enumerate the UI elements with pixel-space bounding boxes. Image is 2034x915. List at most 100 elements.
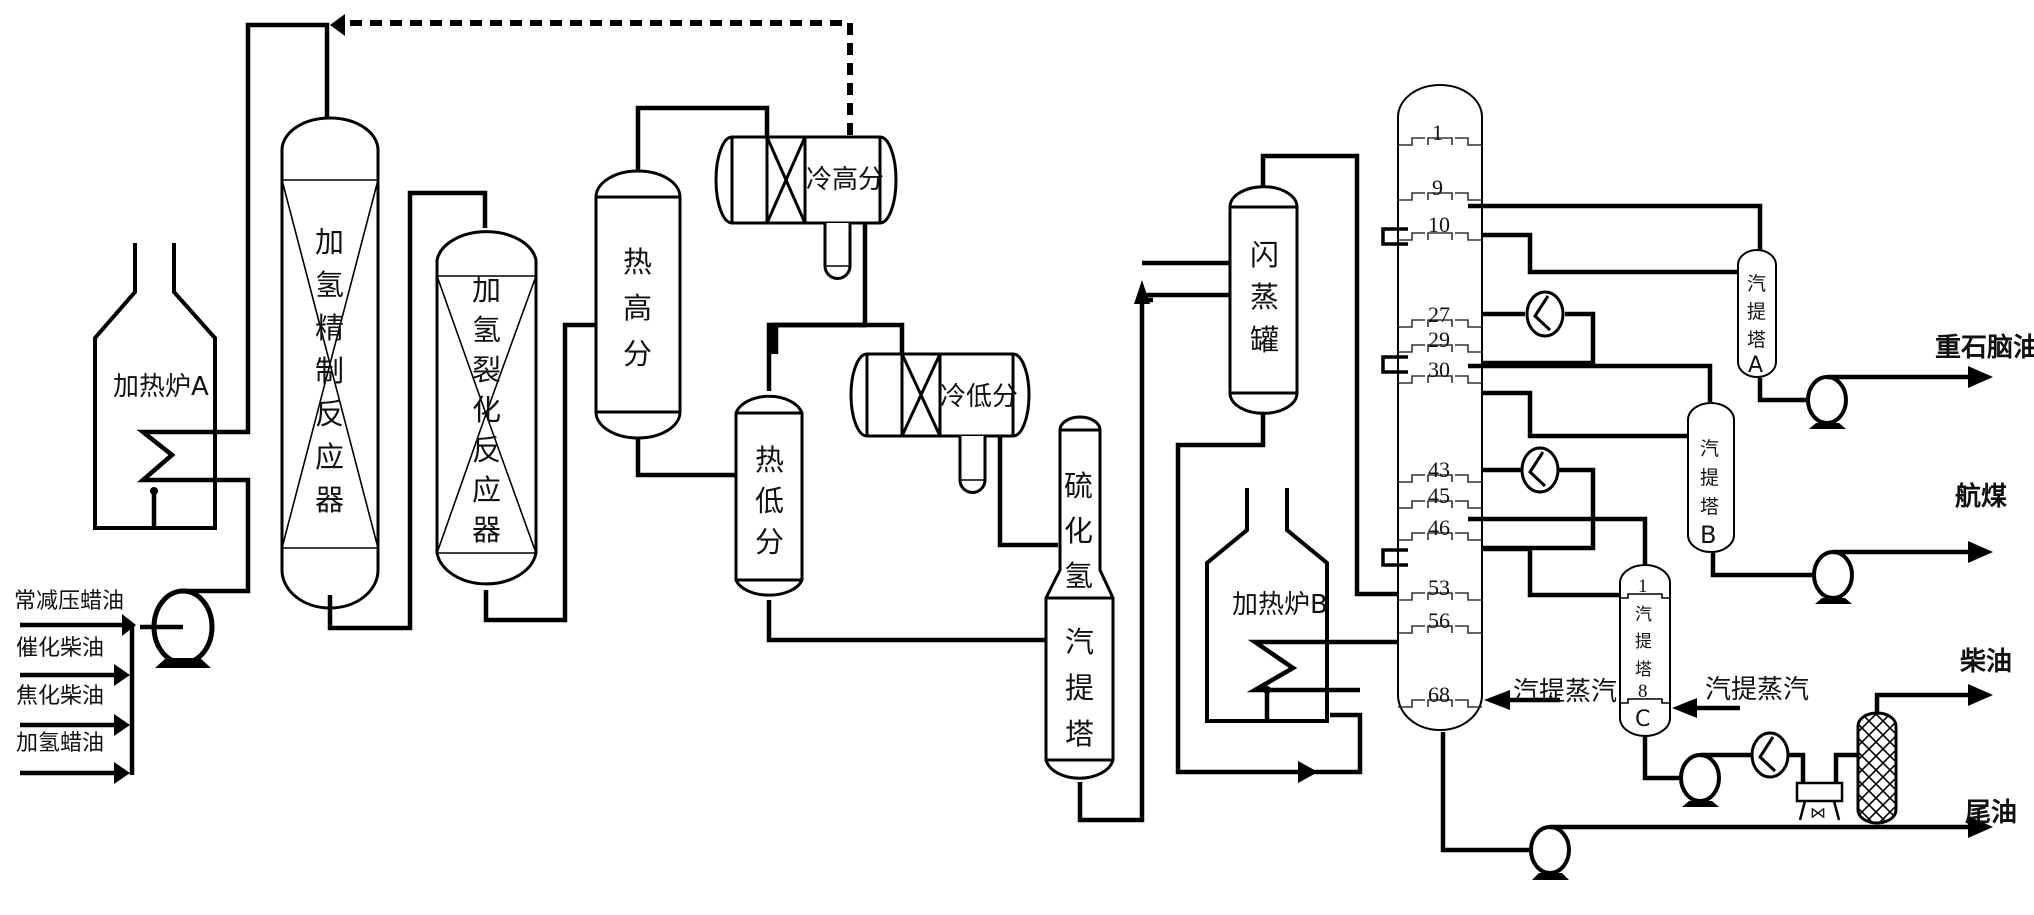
hydrocracking-reactor: 加 氢 裂 化 反 应 器: [437, 232, 596, 620]
arrow-icon: [1968, 541, 1993, 563]
arrow-icon: [330, 14, 345, 36]
tray-number: 56: [1428, 608, 1450, 633]
arrow-icon: [114, 762, 130, 784]
feed-label: 焦化柴油: [16, 684, 104, 709]
label-char: 汽: [1747, 273, 1766, 295]
label-char: 裂: [472, 353, 501, 387]
main-fractionator: 1 9 10 27 29 30 43 45 46 53 56 68: [1383, 85, 1482, 730]
label-char: 高: [623, 291, 652, 325]
exchanger-icon: [1522, 448, 1558, 492]
feed-group: 常减压蜡油 催化柴油 焦化柴油 加氢蜡油: [14, 589, 136, 784]
label-char: 应: [472, 473, 501, 507]
tray-number: 1: [1432, 120, 1443, 145]
cold-low-separator: 冷低分: [851, 354, 1058, 545]
furnace-b: 加热炉B: [1207, 488, 1398, 721]
label-char: 硫: [1064, 469, 1093, 503]
label-char: 提: [1635, 632, 1652, 652]
stripper-b: 汽 提 塔 B 航煤: [1688, 403, 2007, 604]
label-char: 罐: [1250, 323, 1279, 357]
label-char: 塔: [1700, 496, 1719, 518]
product-label: 重石脑油: [1935, 333, 2034, 363]
tray-number: 43: [1428, 457, 1450, 482]
label-char: 加: [472, 273, 501, 307]
product-label: 尾油: [1965, 798, 2017, 828]
product-label: 柴油: [1959, 647, 2012, 677]
label-char: 化: [472, 393, 501, 427]
label-char: 氢: [472, 313, 501, 347]
furnace-a-label: 加热炉A: [113, 372, 209, 402]
label-char: 分: [623, 337, 652, 371]
arrow-icon: [1298, 761, 1318, 783]
label-char: 汽: [1065, 625, 1094, 659]
label-char: 塔: [1635, 660, 1652, 680]
tray-number: 30: [1428, 357, 1450, 382]
label-char: B: [1700, 521, 1716, 549]
label-char: 汽: [1700, 438, 1719, 460]
tray-number: 9: [1432, 175, 1443, 200]
pump-icon: [1681, 755, 1719, 807]
stripper-a: 汽 提 塔 A 重石脑油: [1738, 250, 2034, 429]
label-char: 制: [315, 354, 344, 388]
return-nozzle: [1383, 550, 1408, 565]
feed-label: 加氢蜡油: [16, 731, 104, 756]
label-char: 提: [1065, 671, 1094, 705]
label-char: 反: [315, 397, 344, 431]
tray-number: 53: [1428, 575, 1450, 600]
steam-label: 汽提蒸汽: [1705, 675, 1809, 705]
exchanger-icon: [1752, 733, 1788, 777]
label-char: 氢: [315, 268, 344, 302]
bottoms-pump-icon: [1531, 827, 1569, 880]
label-char: 塔: [1747, 329, 1766, 351]
label-char: 提: [1700, 467, 1719, 489]
tray-number: 46: [1428, 515, 1450, 540]
label-char: 热: [623, 245, 652, 279]
label-char: 分: [755, 525, 784, 559]
feed-label: 常减压蜡油: [14, 589, 124, 614]
tray-number: 10: [1428, 212, 1450, 237]
feed-label: 催化柴油: [16, 636, 104, 661]
label-char: C: [1635, 707, 1650, 732]
burner-icon: [150, 487, 158, 495]
tray-number: 8: [1638, 681, 1648, 702]
air-cooler-icon: ⋈: [1797, 783, 1842, 822]
label-char: A: [1748, 353, 1763, 378]
product-label: 航煤: [1955, 481, 2007, 512]
burner-icon: [1263, 686, 1271, 694]
label-char: 化: [1064, 514, 1093, 548]
label-char: 闪: [1250, 238, 1279, 272]
recycle-hydrogen-line: [345, 23, 850, 135]
tray-number: 68: [1428, 682, 1450, 707]
furnace-b-label: 加热炉B: [1232, 590, 1328, 620]
arrow-icon: [1484, 690, 1510, 710]
label-char: 提: [1747, 301, 1766, 323]
label-char: 热: [755, 443, 784, 477]
steam-label: 汽提蒸汽: [1513, 677, 1617, 707]
arrow-icon: [1672, 698, 1697, 718]
exchanger-icon: [1527, 292, 1563, 336]
reactor-label: 加 氢 精 制 反 应 器: [315, 225, 344, 517]
label-char: 器: [315, 483, 344, 517]
tray-number: 29: [1428, 327, 1450, 352]
heating-coil-icon: [143, 432, 215, 480]
label-char: 汽: [1635, 605, 1652, 625]
label-char: 加: [315, 225, 344, 259]
h2s-stripper: 硫 化 氢 汽 提 塔: [1046, 262, 1232, 820]
arrow-icon: [114, 664, 130, 686]
label-char: 应: [315, 440, 344, 474]
label-char: 低: [755, 484, 784, 518]
cold-low-sep-label: 冷低分: [940, 382, 1018, 412]
cold-high-separator: 冷高分: [716, 137, 896, 354]
reactor-label: 加 氢 裂 化 反 应 器: [472, 273, 501, 547]
tray-number: 45: [1428, 483, 1450, 508]
pump-icon: [1808, 377, 1846, 429]
label-char: 精: [315, 311, 344, 345]
arrow-icon: [1968, 366, 1993, 388]
return-nozzle: [1383, 357, 1408, 372]
tray-number: 27: [1428, 302, 1450, 327]
return-nozzle: [1383, 229, 1408, 244]
arrow-icon: [114, 714, 130, 736]
arrow-icon: [1968, 684, 1993, 706]
svg-text:⋈: ⋈: [1810, 803, 1826, 822]
label-char: 蒸: [1250, 280, 1279, 314]
